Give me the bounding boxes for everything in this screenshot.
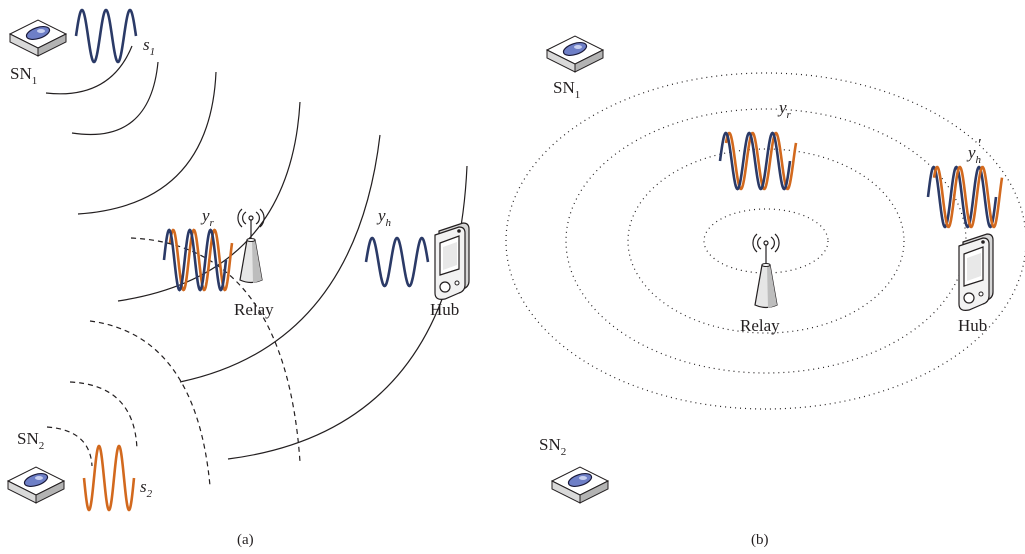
signal-s1-wave: [74, 8, 138, 64]
yr-label: yr: [200, 206, 215, 229]
signal-yh-prime-orange-wave: [932, 165, 1004, 229]
yr-label: yr: [777, 98, 792, 121]
signal-yh-wave: [364, 236, 430, 288]
sn2-label: SN2: [539, 435, 566, 458]
caption-a: (a): [237, 532, 254, 548]
hub-device-icon: [958, 233, 994, 311]
yh-label: yh: [376, 206, 392, 229]
panel-a: SN1 SN2 s1 s2 yr yh Relay Hub (a): [7, 8, 470, 548]
signal-yr-blue-wave: [162, 228, 228, 292]
signal-yr-blue-wave: [718, 131, 792, 191]
sensor-node-icon: [551, 466, 609, 504]
relay-label: Relay: [234, 300, 274, 319]
hub-device-icon: [434, 222, 470, 300]
signal-yr-orange-wave: [724, 131, 798, 191]
signal-yh-prime-blue-wave: [926, 165, 998, 229]
sensor-node-icon: [546, 35, 604, 73]
yh-prime-label: yh′: [966, 135, 982, 166]
caption-b: (b): [751, 532, 769, 548]
sensor-node-icon: [9, 19, 67, 57]
relay-antenna-icon: [752, 233, 780, 309]
hub-label: Hub: [958, 316, 987, 335]
panel-b: SN1 SN2 yr yh′ Relay Hub (b): [505, 35, 1025, 548]
signal-s2-wave: [82, 444, 136, 512]
relay-label: Relay: [740, 316, 780, 335]
sn1-label: SN1: [10, 64, 37, 87]
sn2-label: SN2: [17, 429, 44, 452]
s2-label: s2: [140, 477, 153, 500]
s1-label: s1: [143, 35, 155, 58]
signal-yr-orange-wave: [168, 228, 234, 292]
sn1-label: SN1: [553, 78, 580, 101]
hub-label: Hub: [430, 300, 459, 319]
sensor-node-icon: [7, 466, 65, 504]
sn2-wavefronts: [46, 237, 301, 487]
